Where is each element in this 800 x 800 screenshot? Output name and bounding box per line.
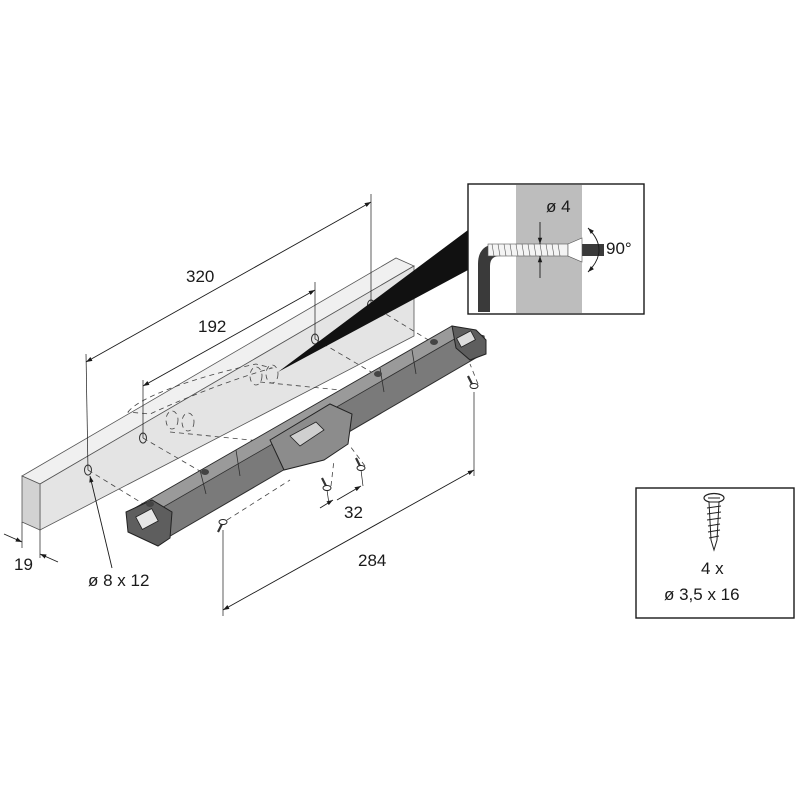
rail-rear-latch bbox=[456, 330, 476, 348]
runner-rail bbox=[125, 325, 487, 547]
detail-leader-wedge bbox=[278, 230, 468, 372]
dimension-284-label: 284 bbox=[358, 551, 386, 570]
hole-callout: ø 8 x 12 bbox=[88, 475, 149, 590]
board-end-face bbox=[21, 475, 41, 531]
screw-quantity-label: 4 x bbox=[701, 559, 724, 578]
dimension-32: 32 bbox=[319, 469, 364, 522]
detail-inset: ø 4 90° bbox=[467, 183, 645, 315]
dimension-320: 320 bbox=[85, 194, 372, 471]
rail-end-latch bbox=[135, 508, 159, 530]
rail-coupling bbox=[289, 421, 325, 447]
hole-size-label: ø 8 x 12 bbox=[88, 571, 149, 590]
screw-icon bbox=[703, 492, 725, 552]
dimension-19-label: 19 bbox=[14, 555, 33, 574]
dimension-32-label: 32 bbox=[344, 503, 363, 522]
dimension-19: 19 bbox=[3, 522, 59, 574]
detail-angle-label: 90° bbox=[606, 239, 632, 258]
dimension-320-label: 320 bbox=[186, 267, 214, 286]
dimension-284: 284 bbox=[222, 392, 475, 616]
detail-countersink bbox=[567, 237, 583, 263]
detail-diameter-label: ø 4 bbox=[546, 197, 571, 216]
dimension-192-label: 192 bbox=[198, 317, 226, 336]
screw bbox=[321, 477, 332, 491]
dimension-192: 192 bbox=[142, 282, 316, 438]
screw-size-label: ø 3,5 x 16 bbox=[664, 585, 740, 604]
screw bbox=[217, 519, 228, 533]
board-top-face bbox=[21, 257, 415, 485]
screw-spec-box: 4 x ø 3,5 x 16 bbox=[635, 487, 795, 619]
screw bbox=[467, 375, 479, 389]
